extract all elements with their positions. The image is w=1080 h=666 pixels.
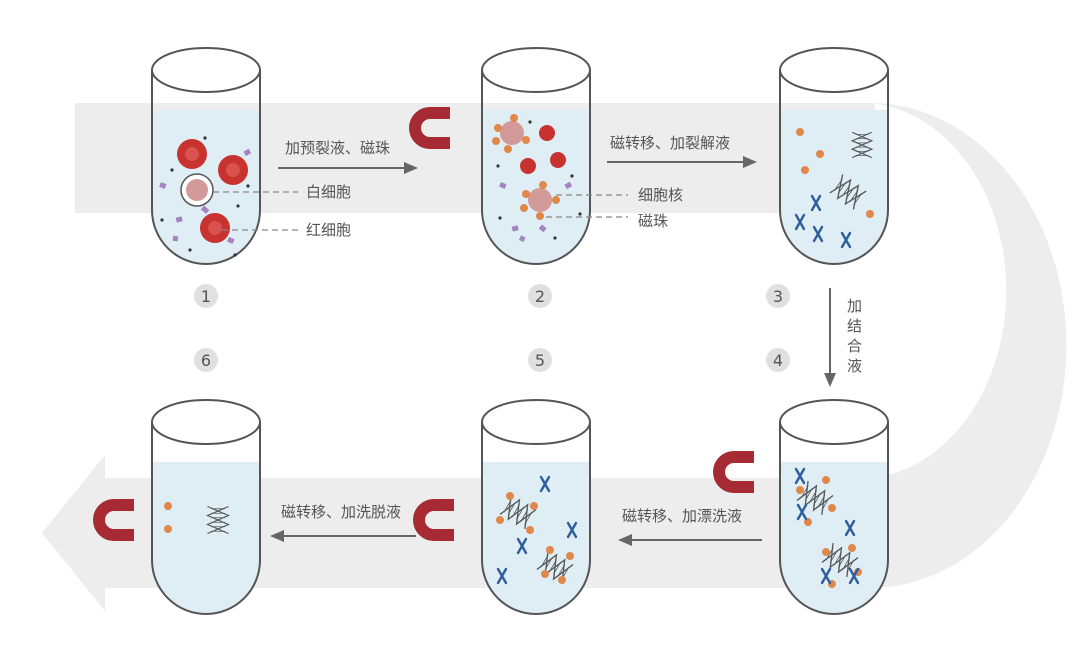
step-number-2: 2	[528, 284, 552, 308]
arrow-3-label-char-2: 结	[847, 317, 862, 335]
red-cell-label: 红细胞	[306, 221, 351, 239]
svg-text:3: 3	[773, 287, 783, 306]
arrow-step-5-to-6	[270, 530, 416, 542]
tube-rim	[779, 399, 889, 445]
red-blood-cell	[218, 155, 248, 185]
step-number-1: 1	[194, 284, 218, 308]
svg-text:1: 1	[201, 287, 211, 306]
beads	[796, 476, 862, 588]
track-curve	[870, 103, 1067, 588]
tube-rim	[151, 399, 261, 445]
white-cell-label: 白细胞	[306, 183, 351, 201]
tube-liquid	[482, 110, 590, 264]
beads	[496, 492, 574, 584]
arrow-5-label: 磁转移、加洗脱液	[281, 503, 401, 521]
arrow-3-label-char-1: 加	[847, 297, 862, 315]
tube-body	[481, 422, 591, 615]
particles	[160, 136, 250, 257]
tube-body	[779, 422, 889, 615]
debris	[159, 148, 252, 244]
tube-body	[151, 422, 261, 615]
step-number-3: 3	[766, 284, 790, 308]
arrow-step-3-to-4	[824, 288, 836, 387]
red-blood-cell	[539, 125, 555, 141]
arrow-1-label: 加预裂液、磁珠	[285, 139, 390, 157]
tube-liquid	[482, 462, 590, 614]
tube-liquid	[152, 462, 260, 614]
step-number-5: 5	[528, 348, 552, 372]
nucleus-with-beads	[520, 181, 560, 220]
svg-text:4: 4	[773, 351, 783, 370]
bead-label: 磁珠	[638, 212, 668, 230]
step-number-6: 6	[194, 348, 218, 372]
track-arrowhead	[42, 455, 105, 611]
svg-text:5: 5	[535, 351, 545, 370]
step-number-4: 4	[766, 348, 790, 372]
arrow-2-label: 磁转移、加裂解液	[610, 134, 730, 152]
svg-text:2: 2	[535, 287, 545, 306]
arrow-3-label-char-4: 液	[847, 357, 862, 375]
tube-5	[481, 399, 591, 615]
tube-3	[779, 47, 889, 265]
arrow-3-label-char-3: 合	[847, 337, 862, 355]
tube-rim	[779, 47, 889, 93]
beads	[164, 502, 172, 533]
tube-rim	[151, 47, 261, 93]
particles	[496, 120, 582, 240]
arrow-step-2-to-3	[607, 156, 757, 168]
tube-rim	[481, 399, 591, 445]
svg-text:6: 6	[201, 351, 211, 370]
arrow-step-1-to-2	[278, 162, 418, 174]
tube-body	[481, 70, 591, 265]
white-blood-cell	[180, 173, 214, 207]
red-blood-cell	[520, 158, 536, 174]
red-blood-cell	[177, 139, 207, 169]
nucleus-label: 细胞核	[638, 186, 683, 204]
tube-2	[481, 47, 591, 265]
tube-body	[779, 70, 889, 265]
nucleus-with-beads	[492, 114, 530, 153]
tube-liquid	[780, 462, 888, 614]
debris	[499, 181, 573, 242]
beads	[796, 128, 874, 218]
tube-4	[779, 399, 889, 615]
arrow-4-label: 磁转移、加漂洗液	[622, 507, 742, 525]
tube-rim	[481, 47, 591, 93]
red-blood-cell	[200, 213, 230, 243]
arrow-step-4-to-5	[618, 534, 762, 546]
tube-6	[151, 399, 261, 615]
red-blood-cell	[550, 152, 566, 168]
tube-liquid	[780, 110, 888, 264]
magnet-icon	[719, 457, 754, 487]
tube-1	[151, 47, 261, 265]
